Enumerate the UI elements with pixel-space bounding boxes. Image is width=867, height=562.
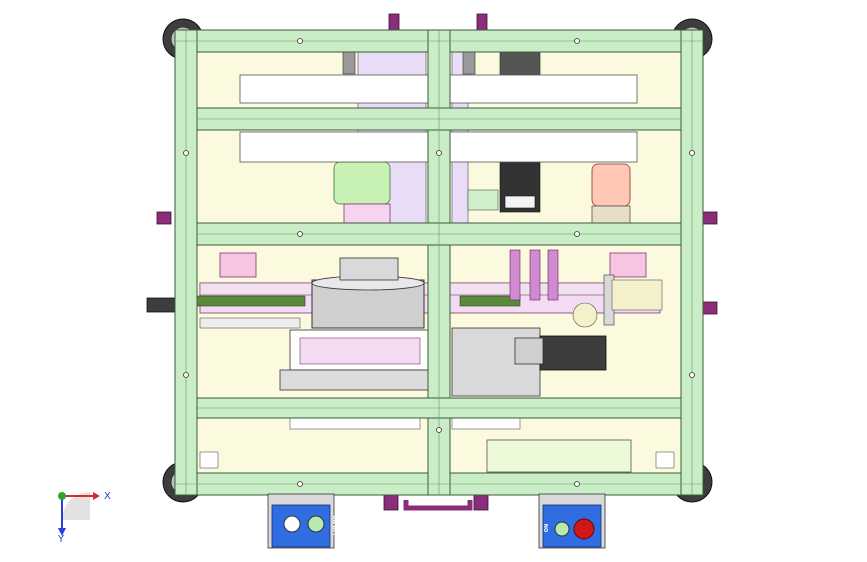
- control-panel-start-stop: ON OFF: [267, 493, 337, 549]
- y-axis-label: Y: [57, 534, 65, 545]
- lower-mechanism: [199, 317, 675, 473]
- y-axis-dot: [58, 492, 66, 500]
- white-button: [283, 515, 301, 533]
- panel-label: ON OFF: [331, 515, 337, 536]
- coordinate-triad: X Y: [57, 491, 111, 545]
- emergency-stop-button: [573, 518, 595, 540]
- x-axis-label: X: [104, 491, 111, 502]
- control-panel-emergency: ON: [538, 493, 606, 549]
- green-button: [307, 515, 325, 533]
- panel-label: ON: [544, 524, 550, 532]
- frame-bolts: [183, 38, 695, 487]
- green-button: [554, 521, 570, 537]
- drive-mechanism: [194, 249, 663, 329]
- rail-grooves: [175, 30, 703, 495]
